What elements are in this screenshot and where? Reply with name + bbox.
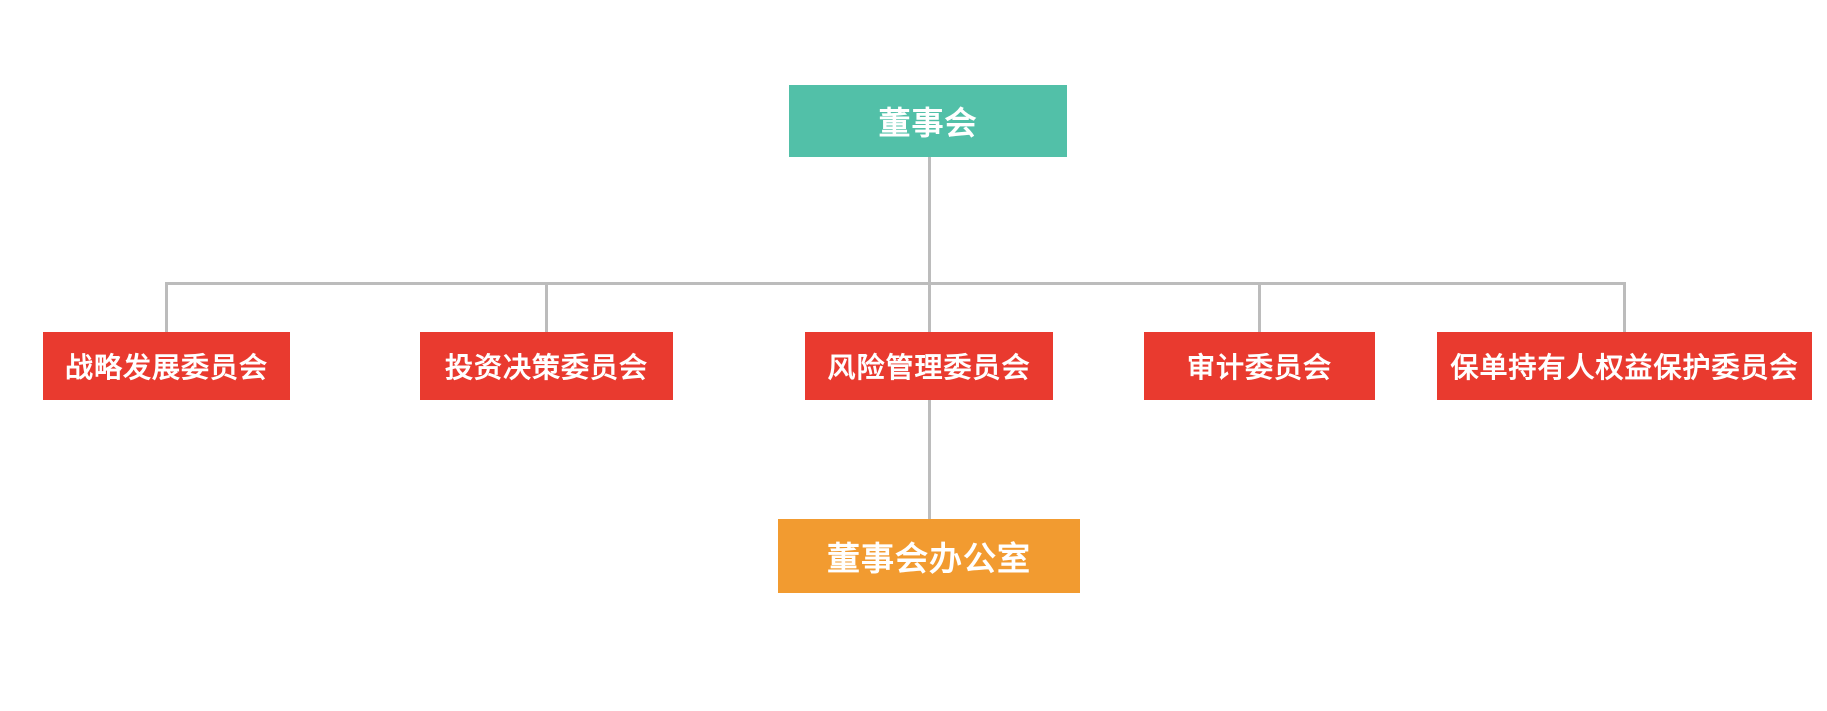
node-risk-committee-label: 风险管理委员会 bbox=[827, 352, 1031, 383]
node-board-office: 董事会办公室 bbox=[778, 519, 1080, 593]
node-board-office-label: 董事会办公室 bbox=[827, 540, 1031, 577]
node-investment-committee-label: 投资决策委员会 bbox=[444, 352, 648, 383]
node-risk-committee: 风险管理委员会 bbox=[805, 332, 1053, 400]
connector-root-down bbox=[928, 157, 931, 283]
connector-drop-audit bbox=[1258, 282, 1261, 332]
connector-risk-to-office bbox=[928, 400, 931, 519]
connector-drop-policyholder bbox=[1623, 282, 1626, 332]
node-audit-committee-label: 审计委员会 bbox=[1186, 352, 1332, 383]
connector-horizontal bbox=[165, 282, 1626, 285]
node-policyholder-committee-label: 保单持有人权益保护委员会 bbox=[1450, 352, 1799, 383]
node-strategy-committee: 战略发展委员会 bbox=[43, 332, 290, 400]
node-audit-committee: 审计委员会 bbox=[1144, 332, 1375, 400]
node-board: 董事会 bbox=[789, 85, 1067, 157]
node-investment-committee: 投资决策委员会 bbox=[420, 332, 673, 400]
connector-drop-investment bbox=[545, 282, 548, 332]
connector-drop-strategy bbox=[165, 282, 168, 332]
connector-drop-risk bbox=[928, 282, 931, 332]
node-board-label: 董事会 bbox=[878, 105, 978, 141]
node-policyholder-committee: 保单持有人权益保护委员会 bbox=[1437, 332, 1812, 400]
node-strategy-committee-label: 战略发展委员会 bbox=[64, 352, 268, 383]
